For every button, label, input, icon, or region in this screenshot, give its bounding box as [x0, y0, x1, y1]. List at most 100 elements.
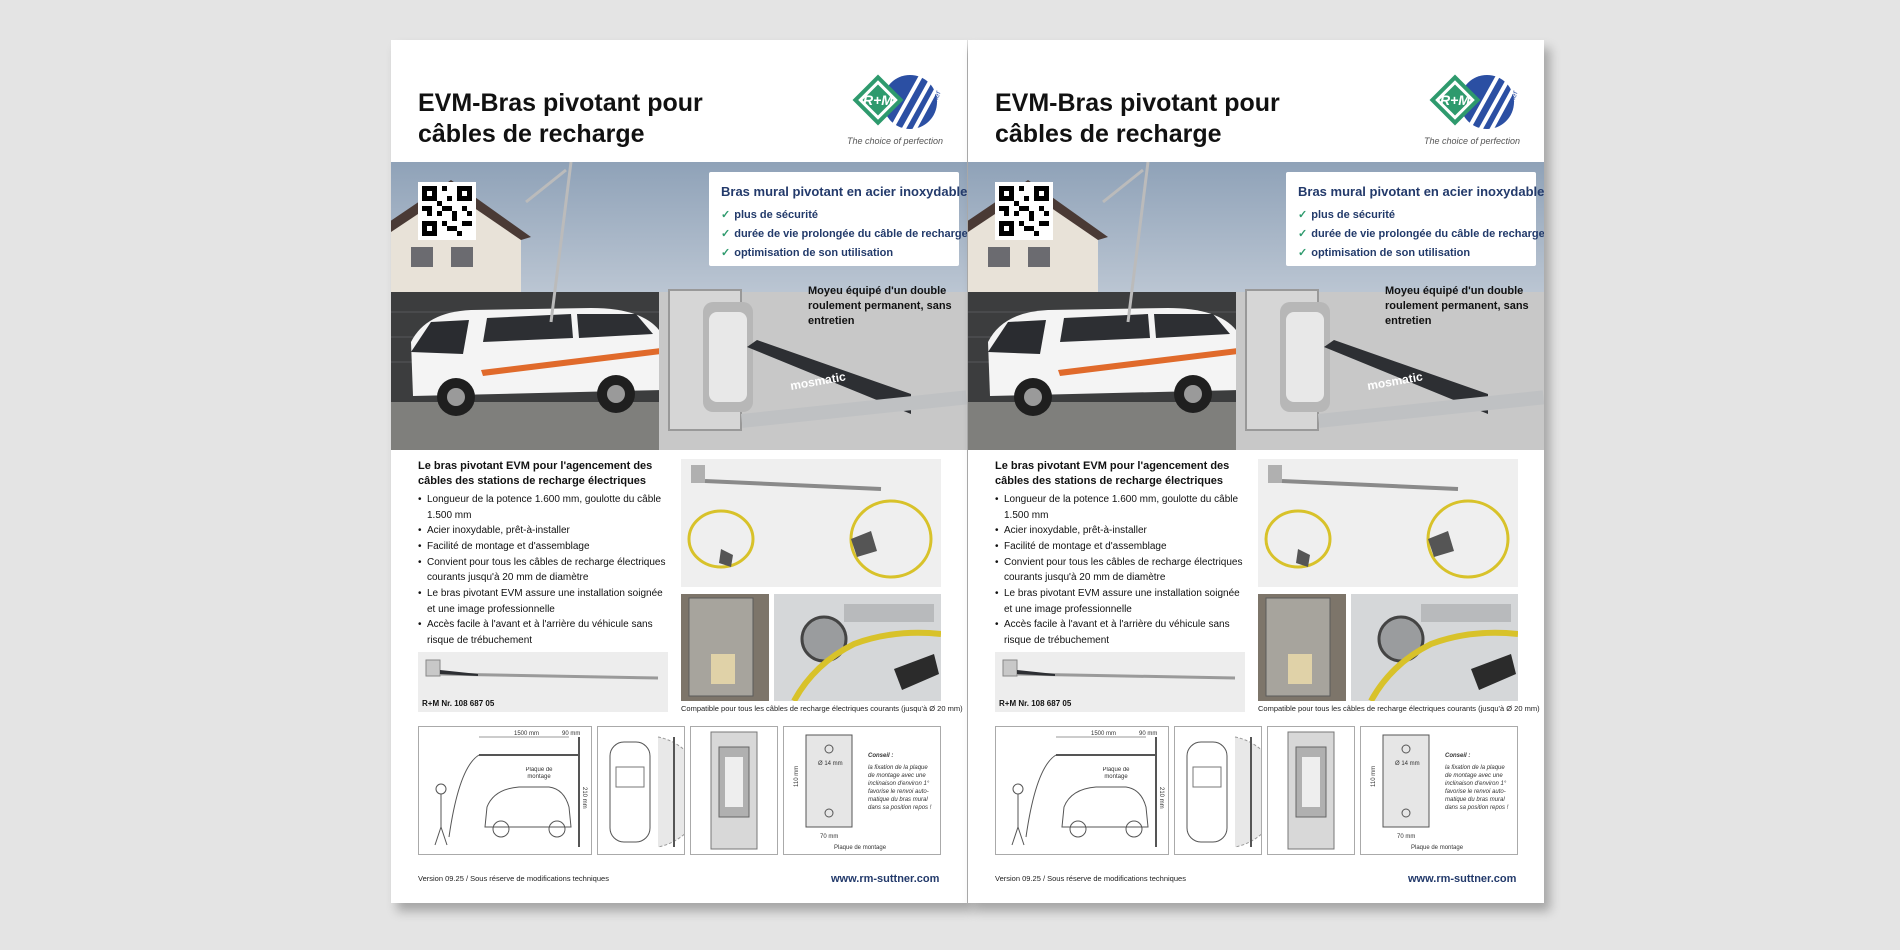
feature-list: ✓plus de sécurité ✓durée de vie prolongé… — [721, 208, 967, 265]
product-thumbnail: R+M Nr. 108 687 05 — [995, 652, 1245, 712]
dim-label: 210 mm — [1158, 787, 1164, 809]
drawing-hub-detail — [690, 726, 778, 855]
title-line-1: EVM-Bras pivotant pour — [995, 89, 1280, 117]
website-link[interactable]: www.rm-suttner.com — [1408, 873, 1517, 885]
drawing-mounting-plate: 110 mm Ø 14 mm 70 mm Plaque de montage C… — [1360, 726, 1518, 855]
tagline: The choice of perfection — [847, 136, 944, 146]
website-link[interactable]: www.rm-suttner.com — [831, 873, 940, 885]
conseil-line: matique du bras mural — [868, 797, 928, 803]
conseil-title: Conseil : — [1445, 753, 1470, 759]
article-number: R+M Nr. 108 687 05 — [999, 699, 1072, 708]
check-icon: ✓ — [1298, 247, 1308, 259]
dim-label: 210 mm — [581, 787, 587, 809]
feature-title: Bras mural pivotant en acier inoxydable — [1298, 184, 1544, 199]
rm-suttner-logo: R+M Suttner — [1429, 73, 1520, 135]
brochure-title: EVM-Bras pivotant pour câbles de recharg… — [418, 88, 703, 150]
spec-bullets: Longueur de la potence 1.600 mm, goulott… — [995, 492, 1250, 649]
check-icon: ✓ — [721, 209, 731, 221]
feature-label: optimisation de son utilisation — [1311, 247, 1471, 259]
spec-bullet: Longueur de la potence 1.600 mm, goulott… — [995, 492, 1250, 523]
check-icon: ✓ — [721, 228, 731, 240]
qr-code — [418, 182, 476, 240]
cable-photo — [681, 459, 941, 587]
dim-label: 70 mm — [820, 834, 838, 840]
spec-bullet: Acier inoxydable, prêt-à-installer — [995, 523, 1250, 539]
drawing-mounting-plate: 110 mm Ø 14 mm 70 mm Plaque de montage C… — [783, 726, 941, 855]
dim-label: 1500 mm — [1091, 731, 1116, 737]
feature-item: ✓durée de vie prolongée du câble de rech… — [1298, 227, 1544, 246]
conseil-line: de montage avec une — [1445, 773, 1503, 779]
product-thumbnail: R+M Nr. 108 687 05 — [418, 652, 668, 712]
plaque-caption: Plaque de montage — [834, 845, 887, 851]
dim-label: 110 mm — [794, 766, 800, 787]
article-number: R+M Nr. 108 687 05 — [422, 699, 495, 708]
conseil-line: inclinaison d'environ 1° — [1445, 781, 1507, 787]
logo-rm-text: R+M — [1440, 92, 1470, 108]
spec-bullet: Convient pour tous les câbles de recharg… — [418, 555, 673, 586]
cable-photo — [1258, 459, 1518, 587]
dim-label: 1500 mm — [514, 731, 539, 737]
dim-label: Ø 14 mm — [818, 761, 843, 767]
spec-bullet: Le bras pivotant EVM assure une installa… — [418, 586, 673, 617]
drawing-side-view: 1500 mm 90 mm 210 mm Plaque de montage — [995, 726, 1169, 855]
drawing-side-view: 1500 mm 90 mm 210 mm Plaque de montage — [418, 726, 592, 855]
dim-label: 110 mm — [1371, 766, 1377, 787]
drawing-hub-detail — [1267, 726, 1355, 855]
feature-title: Bras mural pivotant en acier inoxydable — [721, 184, 967, 199]
hub-detail-photo — [1351, 594, 1518, 701]
spec-bullet: Longueur de la potence 1.600 mm, goulott… — [418, 492, 673, 523]
feature-item: ✓durée de vie prolongée du câble de rech… — [721, 227, 967, 246]
feature-label: durée de vie prolongée du câble de recha… — [1311, 228, 1544, 240]
conseil-line: favorise le renvoi auto- — [1445, 789, 1506, 795]
dim-label: 90 mm — [1139, 731, 1157, 737]
conseil-line: dans sa position repos ! — [868, 805, 932, 811]
conseil-line: de montage avec une — [868, 773, 926, 779]
conseil-line: favorise le renvoi auto- — [868, 789, 929, 795]
check-icon: ✓ — [721, 247, 731, 259]
conseil-title: Conseil : — [868, 753, 893, 759]
spec-bullet: Acier inoxydable, prêt-à-installer — [418, 523, 673, 539]
compatibility-note: Compatible pour tous les câbles de recha… — [681, 704, 963, 713]
dim-label: 90 mm — [562, 731, 580, 737]
qr-code — [995, 182, 1053, 240]
dim-label: 70 mm — [1397, 834, 1415, 840]
tagline: The choice of perfection — [1424, 136, 1521, 146]
conseil-line: la fixation de la plaque — [868, 765, 928, 771]
version-note: Version 09.25 / Sous réserve de modifica… — [418, 874, 609, 883]
title-line-1: EVM-Bras pivotant pour — [418, 89, 703, 117]
feature-list: ✓plus de sécurité ✓durée de vie prolongé… — [1298, 208, 1544, 265]
spec-bullet: Le bras pivotant EVM assure une installa… — [995, 586, 1250, 617]
spec-bullet: Accès facile à l'avant et à l'arrière du… — [418, 617, 673, 648]
conseil-line: inclinaison d'environ 1° — [868, 781, 930, 787]
feature-item: ✓plus de sécurité — [721, 208, 967, 227]
spec-bullet: Facilité de montage et d'assemblage — [418, 539, 673, 555]
conseil-line: la fixation de la plaque — [1445, 765, 1505, 771]
plaque-label: Plaque de montage — [1102, 767, 1130, 780]
title-line-2: câbles de recharge — [418, 120, 645, 148]
feature-item: ✓plus de sécurité — [1298, 208, 1544, 227]
hero-photo: mosmatic Bras mural pivotant en acier in… — [391, 162, 967, 450]
plaque-caption: Plaque de montage — [1411, 845, 1464, 851]
feature-box: Bras mural pivotant en acier inoxydable … — [709, 172, 967, 266]
feature-item: ✓optimisation de son utilisation — [1298, 246, 1544, 265]
hub-detail-photo — [774, 594, 941, 701]
brochure-sheet-2: EVM-Bras pivotant pour câbles de recharg… — [968, 40, 1544, 903]
drawing-top-view — [1174, 726, 1281, 855]
feature-item: ✓optimisation de son utilisation — [721, 246, 967, 265]
spec-bullet: Accès facile à l'avant et à l'arrière du… — [995, 617, 1250, 648]
wall-plate-photo — [681, 594, 769, 701]
conseil-line: dans sa position repos ! — [1445, 805, 1509, 811]
feature-label: plus de sécurité — [734, 209, 818, 221]
dim-label: Ø 14 mm — [1395, 761, 1420, 767]
feature-label: durée de vie prolongée du câble de recha… — [734, 228, 967, 240]
wall-plate-photo — [1258, 594, 1346, 701]
feature-label: optimisation de son utilisation — [734, 247, 894, 259]
feature-label: plus de sécurité — [1311, 209, 1395, 221]
spec-bullets: Longueur de la potence 1.600 mm, goulott… — [418, 492, 673, 649]
version-note: Version 09.25 / Sous réserve de modifica… — [995, 874, 1186, 883]
feature-box: Bras mural pivotant en acier inoxydable … — [1286, 172, 1544, 266]
hero-photo: mosmatic Bras mural pivotant en acier in… — [968, 162, 1544, 450]
plaque-label: Plaque de montage — [525, 767, 553, 780]
brochure-title: EVM-Bras pivotant pour câbles de recharg… — [995, 88, 1280, 150]
intro-heading: Le bras pivotant EVM pour l'agencement d… — [995, 460, 1230, 487]
